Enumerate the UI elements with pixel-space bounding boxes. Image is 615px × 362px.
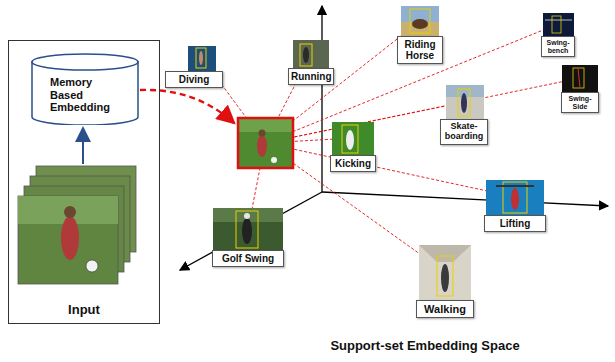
label-text: Memory Based Embedding <box>50 76 120 114</box>
label-text: Lifting <box>487 218 543 229</box>
class-label: Lifting <box>484 215 546 232</box>
class-label: Skate-boarding <box>440 119 488 145</box>
similarity-lines <box>202 21 580 272</box>
label-text: Diving <box>168 74 220 85</box>
class-label: Golf Swing <box>212 250 284 267</box>
label-text: Kicking <box>333 158 373 169</box>
class-label: Diving <box>165 71 223 88</box>
label-text: Walking <box>419 303 471 315</box>
input-frames <box>18 166 136 284</box>
support-thumbnails <box>188 6 598 300</box>
input-panel: Input Memory Based Embedding <box>8 40 160 324</box>
label-text: Skate-boarding <box>443 122 485 142</box>
label-text: Input <box>9 302 159 317</box>
input-arrow <box>82 128 84 164</box>
label-text: Swing-bench <box>544 39 572 54</box>
caption: Support-set Embedding Space <box>330 338 519 353</box>
class-label: Kicking <box>330 155 376 172</box>
class-label: Running <box>288 68 334 85</box>
label-text: Running <box>291 71 331 82</box>
class-label: Walking <box>416 300 474 318</box>
class-label: Swing-bench <box>541 36 575 57</box>
memory-cylinder: Memory Based Embedding <box>31 53 139 125</box>
class-label: Riding Horse <box>397 36 443 64</box>
cylinder-shape <box>31 53 139 125</box>
axes <box>180 6 608 270</box>
query-image <box>238 118 293 168</box>
label-text: Swing-Side <box>564 95 596 110</box>
embedding-arrow <box>140 90 234 123</box>
label-text: Golf Swing <box>215 253 281 264</box>
label-text: Riding Horse <box>400 39 440 61</box>
class-label: Swing-Side <box>561 92 599 113</box>
